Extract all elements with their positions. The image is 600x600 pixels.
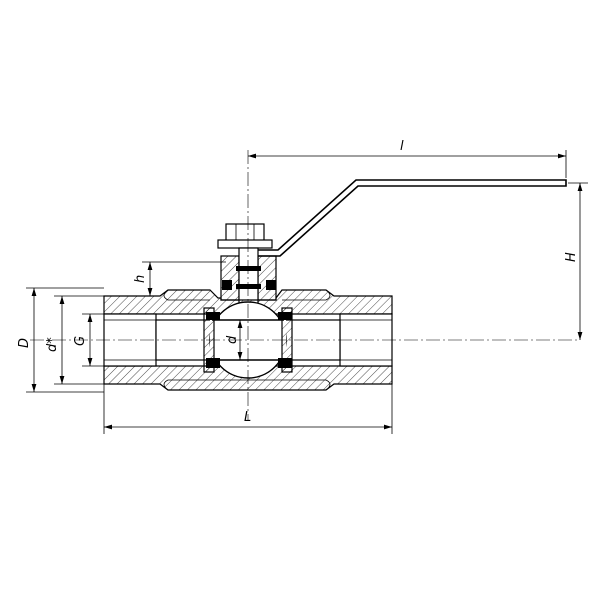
- dim-height: H: [564, 182, 588, 340]
- stem-nut: [217, 223, 273, 249]
- body-cavity: [104, 289, 392, 391]
- dim-stem-height: h: [133, 261, 226, 297]
- dim-handle-length: l: [248, 139, 567, 178]
- dim-nominal-diameter: d*: [45, 295, 104, 385]
- label-bore: d: [225, 335, 240, 344]
- dim-outer-diameter: D: [17, 287, 104, 393]
- handle: [239, 179, 567, 257]
- label-outer-diameter: D: [17, 338, 32, 348]
- label-nominal-diameter: d*: [45, 337, 60, 352]
- label-thread: G: [73, 336, 88, 346]
- label-body-length: L: [244, 410, 251, 425]
- label-height: H: [564, 252, 579, 262]
- dim-bore: d: [225, 320, 243, 360]
- label-stem-height: h: [133, 275, 148, 283]
- stem-housing: [220, 247, 277, 307]
- dim-body-length: L: [103, 384, 393, 434]
- dim-thread: G: [73, 313, 104, 367]
- label-handle-length: l: [400, 139, 404, 154]
